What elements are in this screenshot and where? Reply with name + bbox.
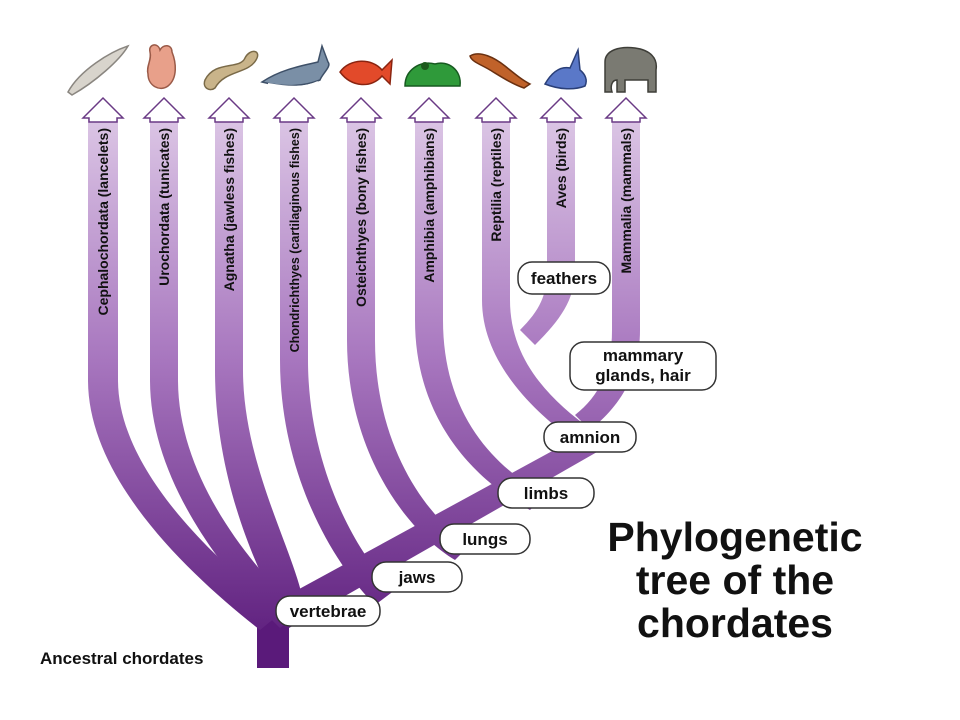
branch-amphibia (415, 118, 545, 510)
trait-jaws: jaws (371, 561, 463, 593)
branch-reptilia (482, 118, 592, 445)
main-stem (257, 425, 618, 628)
svg-text:mammary: mammary (603, 346, 684, 365)
svg-text:limbs: limbs (524, 484, 568, 503)
branch-urochordata (150, 118, 300, 628)
elephant-icon (604, 46, 658, 93)
lancelet-icon (67, 44, 130, 96)
svg-text:vertebrae: vertebrae (290, 602, 367, 621)
svg-text:feathers: feathers (531, 269, 597, 288)
title-line-2: tree of the (635, 557, 835, 603)
svg-text:amnion: amnion (560, 428, 620, 447)
taxon-label-7: Reptilia (reptiles) (488, 128, 504, 242)
taxon-label-4: Chondrichthyes (cartilaginous fishes) (288, 128, 302, 352)
taxon-label-9: Mammalia (mammals) (618, 128, 634, 274)
page-title: Phylogenetic tree of the chordates (565, 516, 905, 645)
frog-icon (404, 62, 461, 87)
lizard-icon (469, 53, 532, 89)
svg-text:jaws: jaws (398, 568, 436, 587)
branch-osteichthyes (347, 118, 470, 560)
arrow-head-4 (272, 96, 316, 123)
trait-limbs: limbs (497, 477, 595, 509)
arrow-head-7 (474, 96, 518, 123)
svg-text:lungs: lungs (462, 530, 507, 549)
trait-vertebrae: vertebrae (275, 595, 381, 627)
arrow-head-5 (339, 96, 383, 123)
taxon-label-2: Urochordata (tunicates) (156, 128, 172, 286)
taxon-label-3: Agnatha (jawless fishes) (221, 128, 237, 291)
trait-feathers: feathers (517, 261, 611, 295)
trait-lungs: lungs (439, 523, 531, 555)
tunicate-icon (146, 44, 176, 90)
title-line-3: chordates (637, 600, 833, 646)
arrow-head-1 (81, 96, 125, 123)
lamprey-icon (203, 50, 259, 91)
arrow-head-3 (207, 96, 251, 123)
taxon-label-5: Osteichthyes (bony fishes) (353, 128, 369, 307)
title-line-1: Phylogenetic (607, 514, 863, 560)
branch-chondrichthyes (280, 118, 395, 605)
bony-fish-icon (339, 58, 393, 86)
taxon-label-6: Amphibia (amphibians) (421, 128, 437, 283)
svg-text:glands, hair: glands, hair (595, 366, 691, 385)
taxon-label-8: Aves (birds) (553, 128, 569, 208)
taxon-label-1: Cephalochordata (lancelets) (95, 128, 111, 316)
bird-icon (543, 47, 587, 90)
branch-agnatha (215, 118, 305, 620)
arrow-head-9 (604, 96, 648, 123)
arrow-head-2 (142, 96, 186, 123)
arrow-head-8 (539, 96, 583, 123)
arrow-head-6 (407, 96, 451, 123)
ancestral-chordates-label: Ancestral chordates (40, 649, 203, 668)
trait-amnion: amnion (543, 421, 637, 453)
shark-icon (260, 43, 330, 88)
branch-cephalochordata (88, 118, 282, 630)
